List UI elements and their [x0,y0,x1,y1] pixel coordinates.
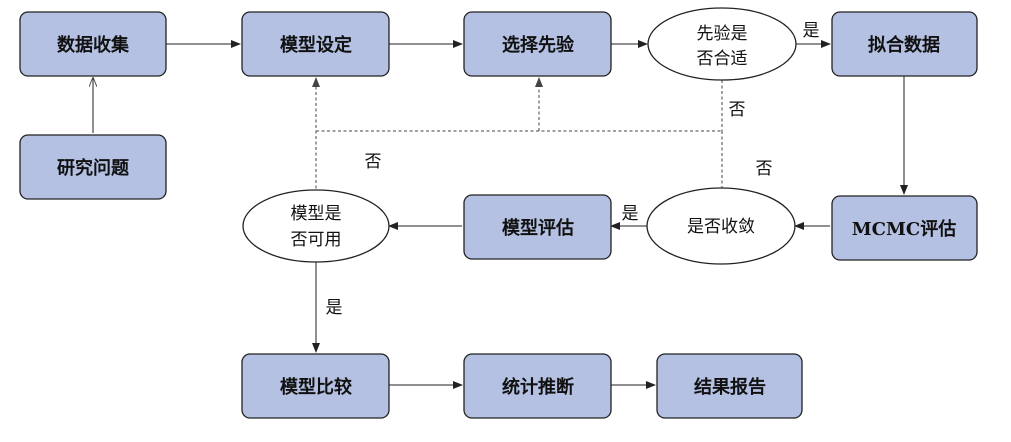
svg-text:模型比较: 模型比较 [280,376,352,398]
svg-text:结果报告: 结果报告 [694,376,766,398]
node-select-prior: 选择先验 [463,11,612,77]
decision-model-ok: 模型是 否可用 [242,189,390,263]
svg-text:MCMC评估: MCMC评估 [852,218,957,240]
label-converge-no: 否 [756,159,773,179]
node-mcmc-eval: MCMC评估 [831,195,978,261]
node-data-collection: 数据收集 [19,11,167,77]
node-fit-data: 拟合数据 [831,11,978,77]
label-prior-no: 否 [729,100,746,120]
svg-text:是否收敛: 是否收敛 [687,217,755,237]
node-research-question: 研究问题 [19,134,167,200]
label-model-yes: 是 [326,298,343,318]
label-converge-yes: 是 [622,204,639,224]
svg-text:模型评估: 模型评估 [502,217,574,239]
node-model-setup: 模型设定 [241,11,390,77]
label-model-no: 否 [365,152,382,172]
svg-text:先验是: 先验是 [697,24,748,44]
svg-text:数据收集: 数据收集 [57,34,130,56]
node-stat-inference: 统计推断 [463,353,612,419]
svg-text:研究问题: 研究问题 [57,157,130,179]
svg-text:拟合数据: 拟合数据 [868,34,940,56]
svg-text:模型设定: 模型设定 [280,34,352,56]
svg-text:否合适: 否合适 [697,49,748,69]
svg-text:否可用: 否可用 [291,230,342,250]
node-model-compare: 模型比较 [241,353,390,419]
svg-text:统计推断: 统计推断 [502,376,574,398]
node-model-eval: 模型评估 [463,194,612,260]
decision-converged: 是否收敛 [646,187,796,265]
svg-text:模型是: 模型是 [291,204,342,224]
decision-prior-ok: 先验是 否合适 [647,7,797,81]
node-result-report: 结果报告 [656,353,803,419]
svg-text:选择先验: 选择先验 [502,34,575,56]
label-prior-yes: 是 [803,21,820,41]
